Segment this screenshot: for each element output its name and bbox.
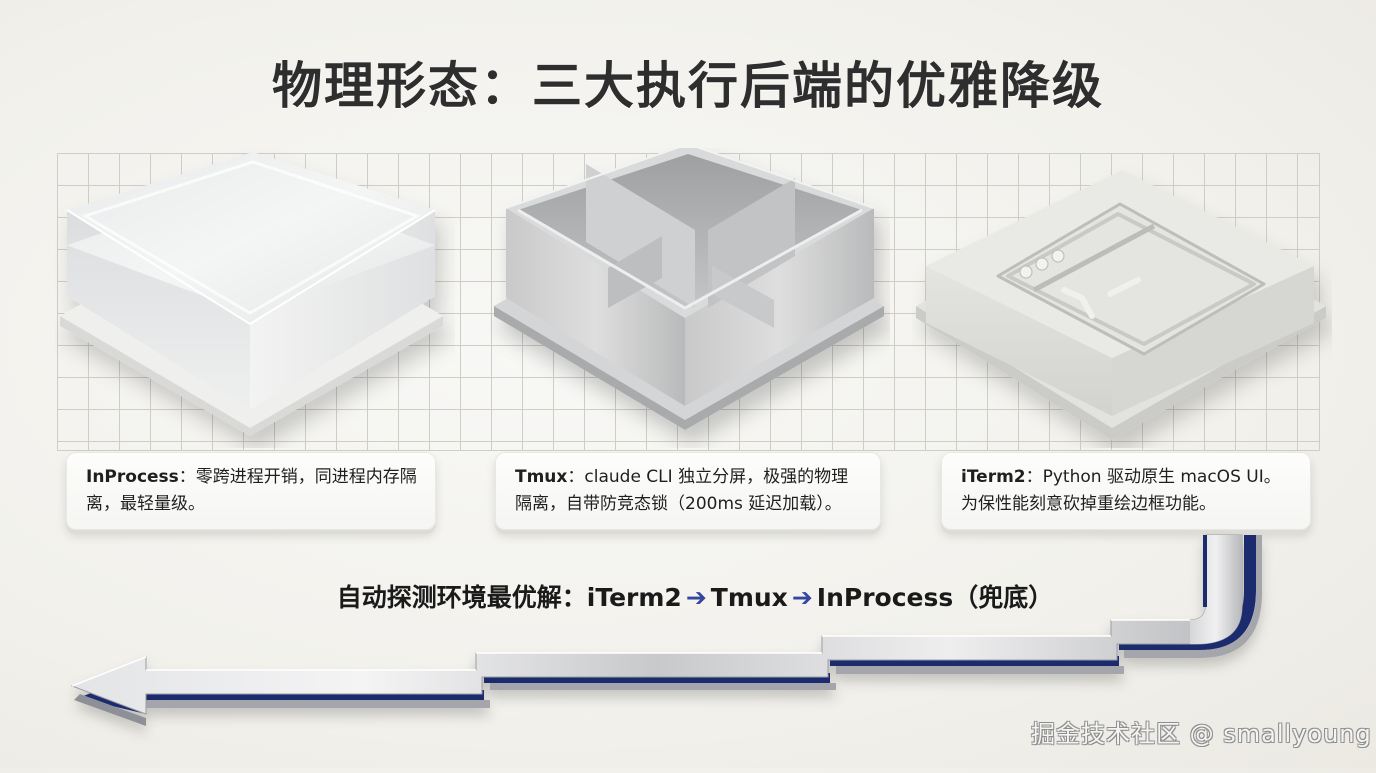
right-arrow-icon: ➔ (685, 583, 707, 612)
fallback-label: 自动探测环境最优解： (336, 583, 587, 612)
flow-step-iterm2: iTerm2 (586, 583, 682, 612)
page-title: 物理形态：三大执行后端的优雅降级 (272, 57, 1104, 115)
tmux-name: Tmux (515, 467, 568, 487)
inprocess-name: InProcess (86, 467, 179, 487)
tmux-caption-card: Tmux：claude CLI 独立分屏，极强的物理隔离，自带防竞态锁（200m… (495, 452, 881, 530)
inprocess-frosted-block (55, 148, 455, 448)
tmux-description: claude CLI 独立分屏，极强的物理隔离，自带防竞态锁（200ms 延迟加… (515, 467, 849, 514)
right-arrow-icon: ➔ (791, 583, 813, 612)
iterm2-name: iTerm2 (961, 467, 1026, 487)
inprocess-description: 零跨进程开销，同进程内存隔离，最轻量级。 (86, 467, 417, 514)
flow-step-inprocess: InProcess（兜底） (816, 583, 1054, 612)
fallback-order: 自动探测环境最优解：iTerm2➔Tmux➔InProcess（兜底） (0, 578, 1376, 614)
iterm2-caption-card: iTerm2：Python 驱动原生 macOS UI。为保性能刻意砍掉重绘边框… (941, 452, 1311, 530)
inprocess-caption-card: InProcess：零跨进程开销，同进程内存隔离，最轻量级。 (66, 452, 436, 530)
tmux-metal-tray (490, 148, 890, 448)
iterm2-terminal-block (912, 148, 1332, 448)
watermark: 掘金技术社区 @ smallyoung (1031, 720, 1372, 748)
flow-step-tmux: Tmux (710, 583, 788, 612)
iterm2-description: Python 驱动原生 macOS UI。为保性能刻意砍掉重绘边框功能。 (961, 467, 1281, 514)
